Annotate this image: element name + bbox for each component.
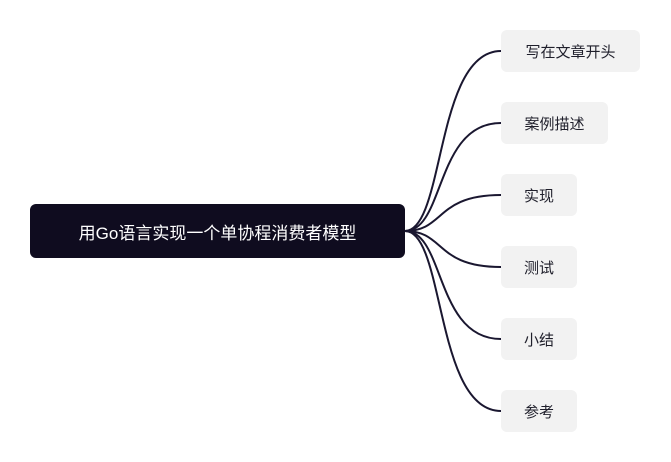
topic-node[interactable]: 测试 [501,246,577,288]
topic-label: 参考 [523,403,554,421]
root-topic[interactable]: 用Go语言实现一个单协程消费者模型 [30,204,405,258]
topic-label: 小结 [523,331,554,349]
topic-node[interactable]: 小结 [501,318,577,360]
link-line [404,230,502,340]
topic-label: 写在文章开头 [525,43,616,61]
topic-node[interactable]: 参考 [501,390,577,432]
link-line [404,194,502,232]
topic-node[interactable]: 案例描述 [501,102,608,144]
topic-label: 案例描述 [524,115,585,133]
link-line [404,122,502,232]
root-topic-label: 用Go语言实现一个单协程消费者模型 [78,223,357,243]
link-line [404,230,502,412]
topic-node[interactable]: 写在文章开头 [501,30,640,72]
topic-label: 实现 [523,187,554,205]
topic-node[interactable]: 实现 [501,174,577,216]
link-line [404,230,502,268]
topic-label: 测试 [523,259,554,277]
link-line [404,50,502,232]
